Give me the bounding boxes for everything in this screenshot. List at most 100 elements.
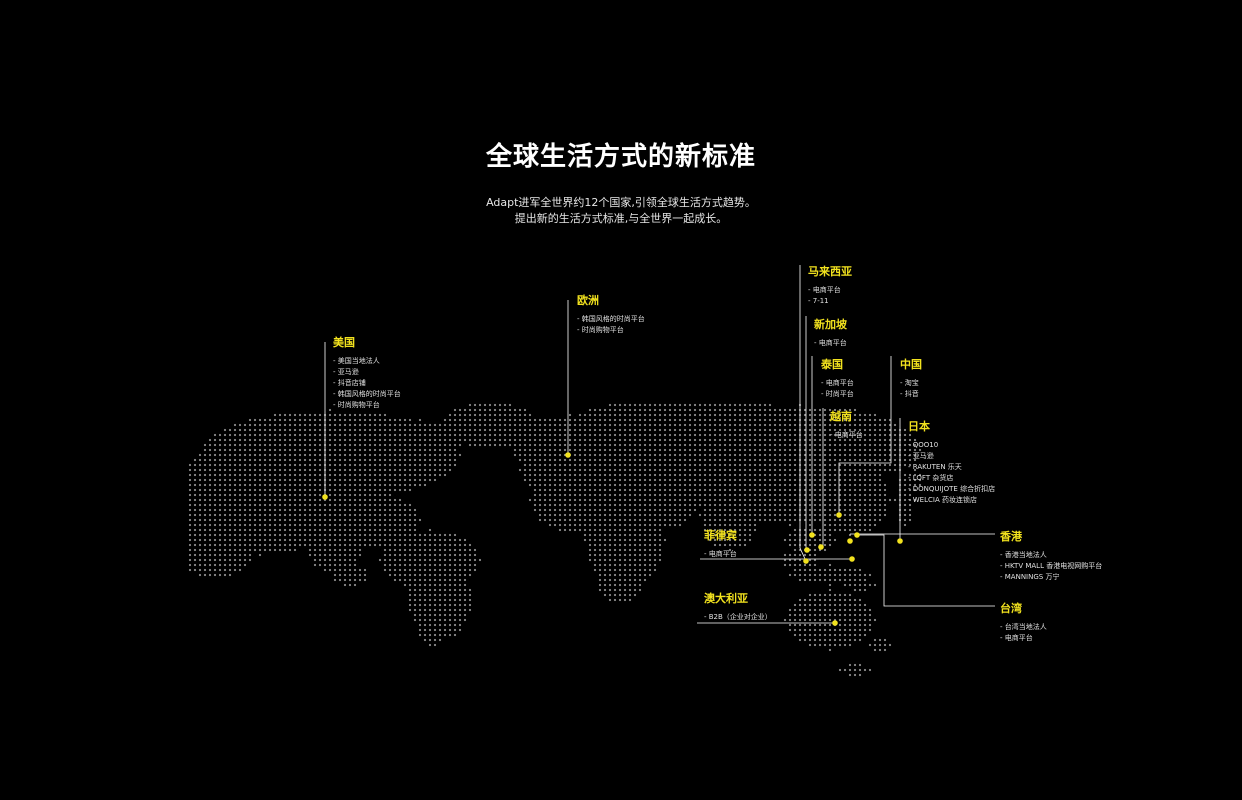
map-dot [793,518,797,522]
map-dot [583,493,587,497]
map-dot [628,508,632,512]
marker-vietnam[interactable] [818,544,824,550]
map-dot [383,553,387,557]
map-dot [263,513,267,517]
map-dot [913,438,917,442]
map-dot [583,418,587,422]
map-dot [888,643,892,647]
map-dot [628,433,632,437]
map-dot [748,423,752,427]
map-dot [258,453,262,457]
map-dot [298,463,302,467]
map-dot [673,488,677,492]
map-dot [723,533,727,537]
map-dot [753,438,757,442]
map-dot [468,558,472,562]
map-dot [873,488,877,492]
map-dot [358,498,362,502]
map-dot [693,483,697,487]
marker-hongkong[interactable] [847,538,853,544]
map-dot [333,488,337,492]
map-dot [778,468,782,472]
marker-japan[interactable] [897,538,903,544]
map-dot [478,558,482,562]
map-dot [453,628,457,632]
map-dot [398,503,402,507]
map-dot [568,473,572,477]
map-dot [608,513,612,517]
map-dot [778,463,782,467]
map-dot [203,573,207,577]
map-dot [718,428,722,432]
map-dot [843,573,847,577]
map-dot [603,473,607,477]
marker-thailand[interactable] [809,532,815,538]
map-dot [628,498,632,502]
map-dot [668,413,672,417]
map-dot [213,438,217,442]
marker-usa[interactable] [322,494,328,500]
map-dot [683,503,687,507]
marker-europe[interactable] [565,452,571,458]
map-dot [453,438,457,442]
map-dot [218,533,222,537]
map-dot [358,553,362,557]
map-dot [413,613,417,617]
map-dot [233,473,237,477]
map-dot [453,598,457,602]
map-dot [653,468,657,472]
map-dot [543,483,547,487]
map-dot [768,473,772,477]
map-dot [643,433,647,437]
map-dot [398,418,402,422]
map-dot [713,408,717,412]
map-dot [238,488,242,492]
map-dot [773,518,777,522]
map-dot [628,593,632,597]
map-dot [838,413,842,417]
map-dot [828,573,832,577]
map-dot [773,498,777,502]
map-dot [483,443,487,447]
map-dot [828,483,832,487]
map-dot [468,413,472,417]
map-dot [373,453,377,457]
marker-australia[interactable] [832,620,838,626]
map-dot [503,413,507,417]
map-dot [308,543,312,547]
marker-singapore[interactable] [804,547,810,553]
map-dot [823,498,827,502]
map-dot [823,503,827,507]
map-dot [803,458,807,462]
map-dot [853,668,857,672]
map-dot [788,538,792,542]
map-dot [728,513,732,517]
map-dot [493,438,497,442]
map-dot [603,408,607,412]
map-dot [818,408,822,412]
region-item: - 亚马逊 [908,452,934,460]
map-dot [273,418,277,422]
map-dot [653,503,657,507]
marker-philippines[interactable] [849,556,855,562]
region-china: 中国- 淘宝- 抖音 [900,356,922,400]
marker-malaysia[interactable] [803,558,809,564]
map-dot [293,453,297,457]
map-dot [393,483,397,487]
map-dot [423,568,427,572]
map-dot [433,618,437,622]
map-dot [738,518,742,522]
region-item: - 亚马逊 [333,368,359,376]
marker-taiwan[interactable] [854,532,860,538]
map-dot [228,518,232,522]
map-dot [833,498,837,502]
map-dot [268,513,272,517]
map-dot [698,438,702,442]
marker-china[interactable] [836,512,842,518]
map-dot [818,508,822,512]
map-dot [403,438,407,442]
map-dot [793,503,797,507]
map-dot [848,638,852,642]
map-dot [188,473,192,477]
map-dot [298,438,302,442]
